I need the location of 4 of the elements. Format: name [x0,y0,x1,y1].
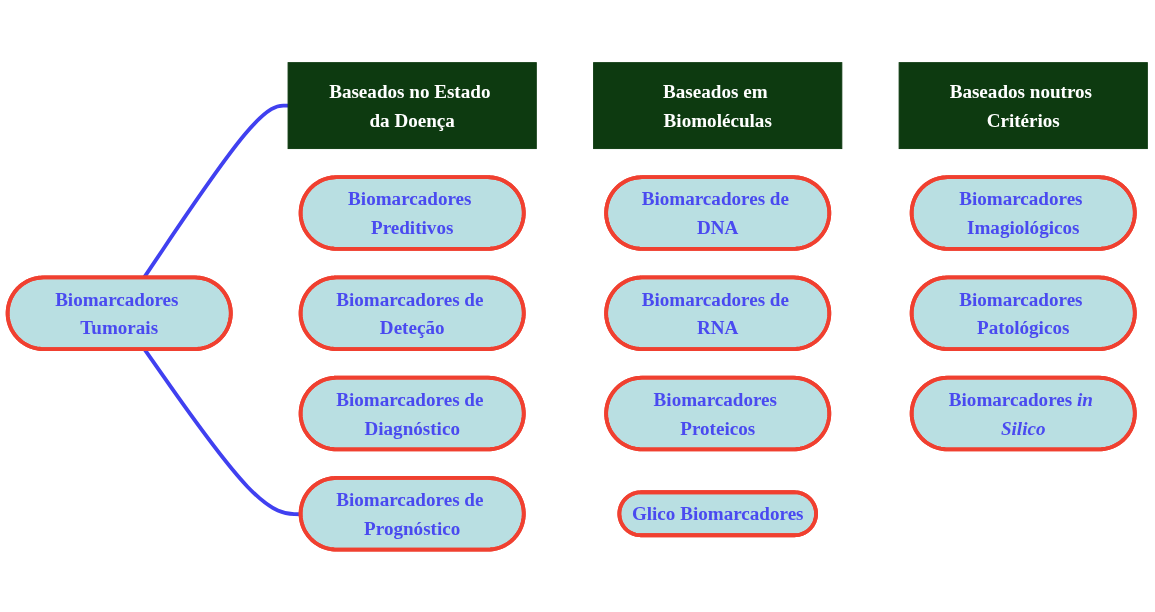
node-box: Baseados noutros Critérios [898,62,1148,149]
node-box: Baseados no Estado da Doença [287,62,537,149]
node-box: Baseados em Biomoléculas [593,62,843,149]
connector [143,348,302,517]
